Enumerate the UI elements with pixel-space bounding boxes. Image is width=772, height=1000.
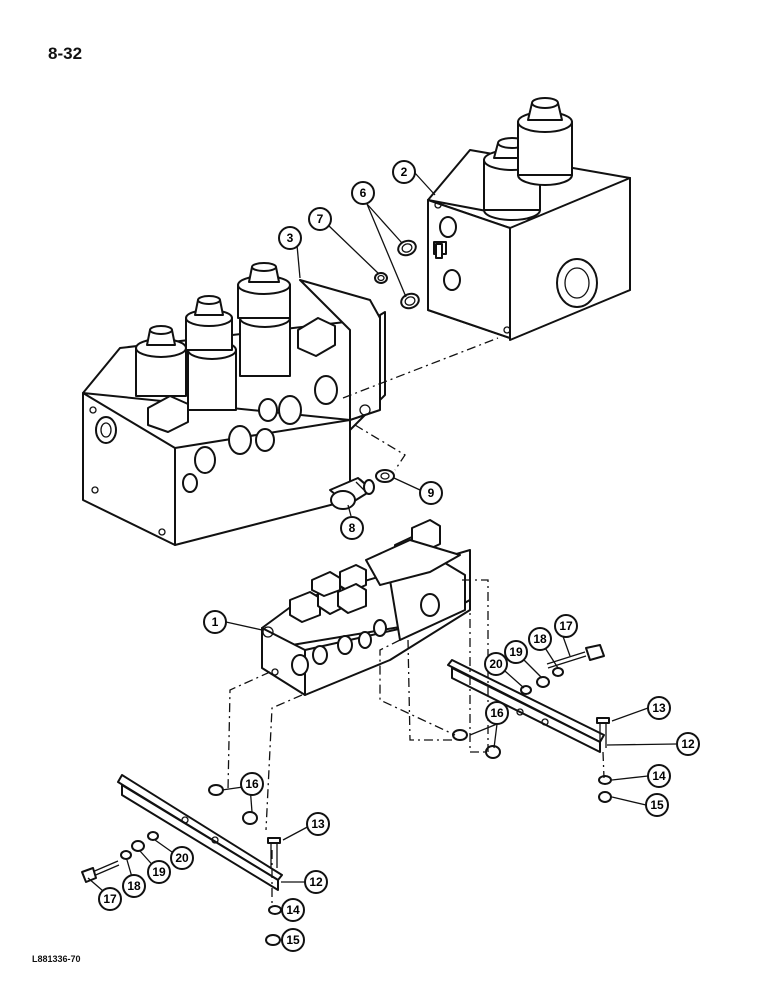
svg-text:3: 3 [287,231,294,245]
svg-text:16: 16 [245,777,259,791]
svg-text:13: 13 [652,701,666,715]
svg-text:9: 9 [428,486,435,500]
washer-part-18-left [120,850,132,860]
callout-3: 3 [278,226,302,250]
svg-text:18: 18 [127,879,141,893]
callout-7: 7 [308,207,332,231]
callout-17-right: 17 [554,614,578,638]
svg-text:19: 19 [509,645,523,659]
bracket-part-12-right [447,659,605,753]
callout-14-right: 14 [647,764,671,788]
callout-14-left: 14 [281,898,305,922]
block-2-port [556,258,598,308]
fitting-part-8 [329,477,375,510]
callout-2: 2 [392,160,416,184]
svg-text:1: 1 [212,615,219,629]
svg-text:13: 13 [311,817,325,831]
washer-part-14-right [598,775,612,785]
washer-part-9 [375,469,395,483]
svg-text:17: 17 [103,892,117,906]
solenoid-coil-2b [517,97,573,186]
bolt-part-13-right [596,717,610,748]
svg-text:12: 12 [309,875,323,889]
callout-16-left: 16 [240,772,264,796]
washer-part-18-right [552,667,564,677]
svg-text:14: 14 [286,903,300,917]
svg-text:18: 18 [533,632,547,646]
bolt-part-17-left [81,860,120,883]
callout-18-right: 18 [528,627,552,651]
callout-19-right: 19 [504,640,528,664]
callout-9: 9 [419,481,443,505]
svg-text:2: 2 [401,165,408,179]
spacer-part-16-right [452,729,501,759]
svg-text:16: 16 [490,706,504,720]
svg-text:14: 14 [652,769,666,783]
o-rings-part-6 [397,239,420,310]
nut-part-15-right [598,791,612,803]
drawing-code: L881336-70 [32,954,81,964]
valve-stack-part-1 [261,519,471,696]
bolt-part-17-right [546,644,605,669]
solenoid-coil-3c [185,295,233,351]
svg-text:8: 8 [349,521,356,535]
svg-text:15: 15 [650,798,664,812]
callout-13-right: 13 [647,696,671,720]
bolt-part-13-left [267,837,281,868]
callout-20-left: 20 [170,846,194,870]
callout-13-left: 13 [306,812,330,836]
o-ring-part-7 [374,272,388,284]
svg-text:15: 15 [286,933,300,947]
page-number: 8-32 [48,44,83,63]
solenoid-coil-3a [135,325,187,397]
svg-text:7: 7 [317,212,324,226]
svg-text:20: 20 [489,657,503,671]
manifold-part-3 [82,262,386,546]
callout-20-right: 20 [484,652,508,676]
spacer-part-16-left [208,784,258,825]
solenoid-coil-3e [237,262,291,319]
callout-18-left: 18 [122,874,146,898]
callout-16-right: 16 [485,701,509,725]
washer-part-14-left [268,905,282,915]
svg-text:20: 20 [175,851,189,865]
washer-part-19-left [131,840,145,852]
callout-19-left: 19 [147,860,171,884]
svg-text:19: 19 [152,865,166,879]
callout-15-right: 15 [645,793,669,817]
callout-1: 1 [203,610,227,634]
svg-text:17: 17 [559,619,573,633]
callout-6: 6 [351,181,375,205]
assembly-center-lines [227,337,605,905]
callout-8: 8 [340,516,364,540]
washer-part-19-right [536,676,550,688]
callout-12-right: 12 [676,732,700,756]
callout-12-left: 12 [304,870,328,894]
svg-text:12: 12 [681,737,695,751]
nut-part-15-left [265,934,281,946]
callout-15-left: 15 [281,928,305,952]
washer-part-20-left [147,831,159,841]
svg-text:6: 6 [360,186,367,200]
callout-17-left: 17 [98,887,122,911]
bracket-part-12-left [117,774,283,891]
valve-block-part-2 [427,97,631,341]
